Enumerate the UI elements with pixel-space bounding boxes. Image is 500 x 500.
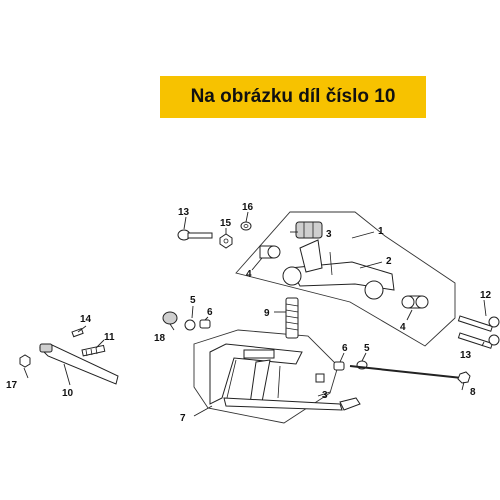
callout-labels: 1 2 3 3 4 4 5 5 6 6 7 8 9 10 11 12 13 13… bbox=[6, 202, 492, 424]
callout-5-right: 5 bbox=[364, 343, 370, 354]
pivot-bolt-part bbox=[349, 365, 471, 384]
washer-part bbox=[240, 221, 252, 231]
bushing-left-part bbox=[259, 245, 281, 259]
washer-left-part bbox=[184, 319, 196, 331]
callout-7: 7 bbox=[180, 413, 186, 424]
side-stand-part bbox=[39, 343, 119, 385]
callout-8: 8 bbox=[470, 387, 476, 398]
callout-12: 12 bbox=[480, 290, 492, 301]
callout-18: 18 bbox=[154, 333, 166, 344]
callout-1: 1 bbox=[378, 226, 384, 237]
callout-6-right: 6 bbox=[342, 343, 348, 354]
part-number-banner: Na obrázku díl číslo 10 bbox=[160, 76, 426, 118]
collar-right-part bbox=[333, 361, 345, 371]
assembly-frame-lower bbox=[193, 329, 339, 424]
small-bracket-part bbox=[315, 373, 325, 383]
assembly-frame-upper bbox=[235, 211, 456, 347]
callout-4-right: 4 bbox=[400, 322, 406, 333]
callout-13-lower: 13 bbox=[460, 350, 472, 361]
callout-5-left: 5 bbox=[190, 295, 196, 306]
callout-4-left: 4 bbox=[246, 269, 252, 280]
callout-15: 15 bbox=[220, 218, 232, 229]
side-stand-spring-part bbox=[81, 344, 106, 357]
bolt-right-upper-part bbox=[457, 315, 500, 332]
collar-left-part bbox=[199, 319, 211, 329]
nut-small-part bbox=[19, 354, 31, 368]
callout-13-upper: 13 bbox=[178, 207, 190, 218]
callout-6-left: 6 bbox=[207, 307, 213, 318]
bumper-block-part bbox=[295, 221, 323, 239]
callout-10: 10 bbox=[62, 388, 74, 399]
bolt-right-lower-part bbox=[457, 332, 500, 349]
nut-part bbox=[219, 233, 233, 249]
bolt-upper-part bbox=[177, 229, 213, 241]
callout-11: 11 bbox=[104, 332, 115, 343]
callout-9: 9 bbox=[264, 308, 270, 319]
callout-17: 17 bbox=[6, 380, 18, 391]
bushing-right-part bbox=[401, 295, 429, 309]
spring-part bbox=[285, 297, 299, 339]
leader-lines bbox=[23, 211, 487, 417]
callout-3-lower: 3 bbox=[322, 390, 328, 401]
callout-16: 16 bbox=[242, 202, 254, 213]
callout-2: 2 bbox=[386, 256, 392, 267]
callout-14: 14 bbox=[80, 314, 92, 325]
callout-3-upper: 3 bbox=[326, 229, 332, 240]
main-stand-part bbox=[209, 343, 361, 411]
swing-arm-part bbox=[282, 239, 395, 300]
fitting-18-part bbox=[162, 311, 178, 325]
